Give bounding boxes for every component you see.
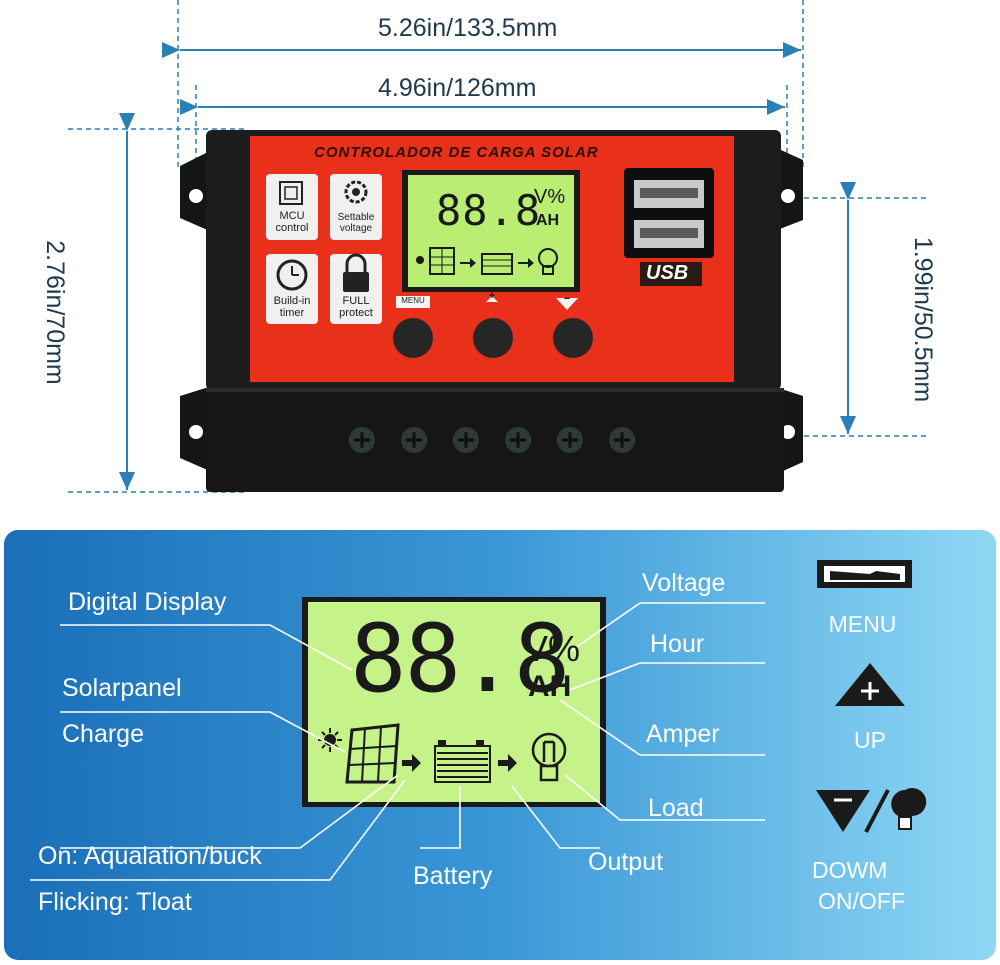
legend-down-label: DOWM: [812, 857, 888, 883]
callout-flicking-mode: Flicking: Tloat: [38, 888, 192, 916]
callout-output: Output: [588, 848, 664, 876]
callout-on-mode: On: Aqualation/buck: [38, 842, 262, 870]
product-drawing: [68, 0, 930, 493]
solar-panel-icon: [345, 723, 400, 784]
callout-lines: [30, 602, 765, 881]
device-lcd-digits: 88.8: [436, 186, 542, 235]
device-plus-button-label: +: [488, 290, 496, 302]
device-lcd-unit-bottom: AH: [536, 212, 560, 229]
callout-voltage: Voltage: [642, 569, 726, 597]
chip-icon: [279, 181, 303, 205]
control-buttons: [393, 296, 593, 358]
legend-down-icon: [816, 788, 927, 833]
device-title: CONTROLADOR DE CARGA SOLAR: [314, 144, 599, 161]
legend-menu-icon: [817, 560, 912, 588]
dimension-arrows: [119, 42, 856, 490]
arrow-icon: [402, 754, 421, 772]
callout-battery: Battery: [413, 862, 493, 890]
diagram-lcd-unit-top: V%: [524, 628, 581, 669]
diagram-lcd: [302, 597, 606, 807]
diagram-lcd-digits: 88.8: [350, 605, 570, 714]
callout-hour: Hour: [650, 630, 705, 658]
outer-width-label: 5.26in/133.5mm: [378, 14, 558, 42]
clock-icon: [276, 259, 308, 291]
terminal-screws: [349, 427, 635, 453]
battery-icon: [434, 740, 491, 783]
legend-onoff-label: ON/OFF: [818, 888, 905, 914]
usb-label: USB: [646, 262, 689, 284]
callout-amper: Amper: [646, 720, 720, 748]
inner-width-label: 4.96in/126mm: [378, 74, 537, 102]
lock-icon: [343, 253, 369, 292]
usb-port: [624, 168, 714, 286]
callout-load: Load: [648, 794, 704, 822]
legend-up-label: UP: [854, 727, 886, 753]
feature-tiles: [266, 174, 382, 324]
callout-solarpanel: Solarpanel: [62, 674, 182, 702]
legend-menu-label: MENU: [828, 611, 897, 637]
controller-lcd: [402, 170, 580, 292]
arrow-icon: [498, 754, 517, 772]
bulb-icon: [531, 732, 567, 782]
callout-charge: Charge: [62, 720, 144, 748]
gear-icon: [344, 180, 368, 204]
callout-digital-display: Digital Display: [68, 588, 227, 616]
device-lcd-unit-top: V%: [534, 186, 566, 208]
diagram-lcd-unit-bottom: AH: [528, 670, 572, 703]
legend-up-icon: [835, 663, 905, 706]
device-menu-button-label: MENU: [401, 296, 425, 305]
device-minus-button-label: −: [563, 293, 571, 305]
